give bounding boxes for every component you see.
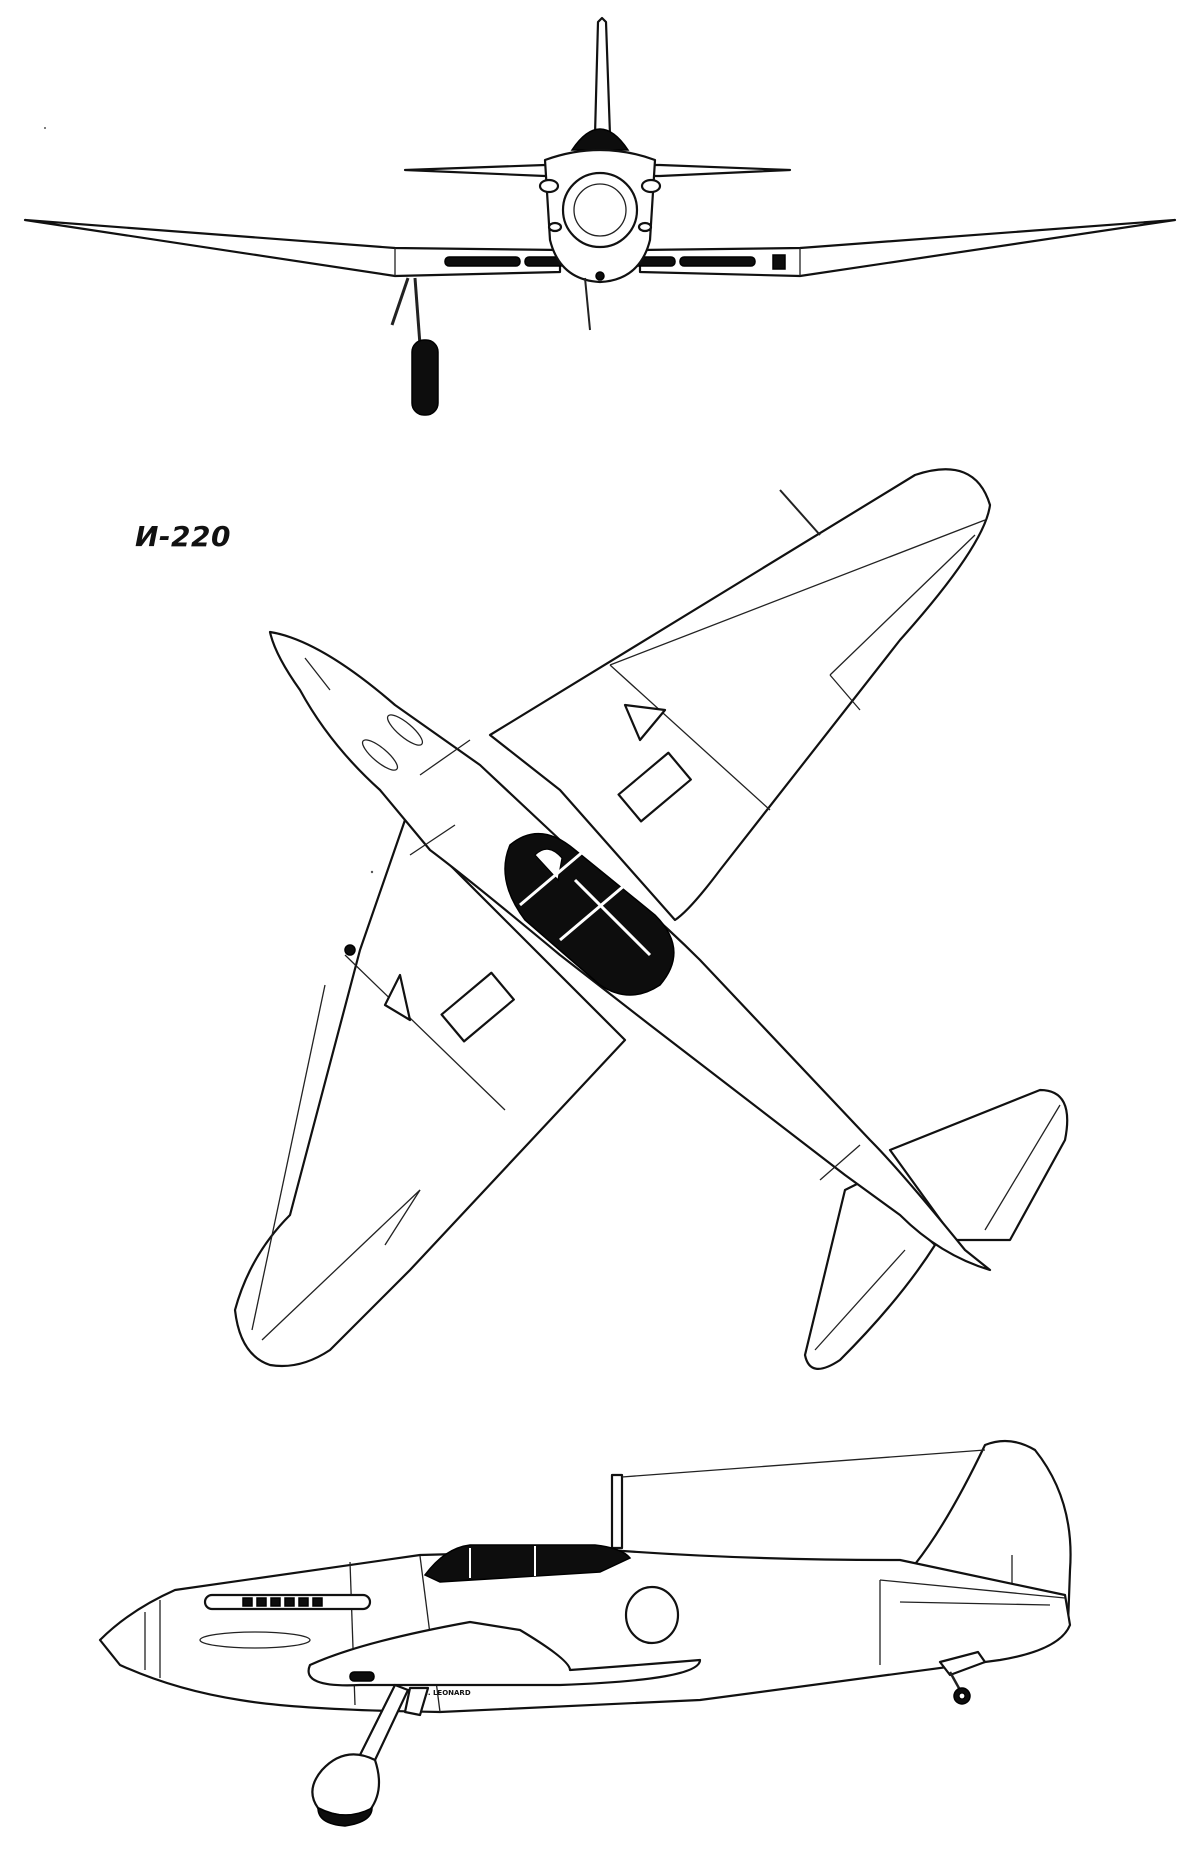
front-view-fin <box>593 16 612 137</box>
plan-view <box>233 468 1069 1370</box>
plan-view-right-wing <box>488 468 992 922</box>
front-view-right-wing <box>638 218 1177 278</box>
plan-view-stabilizer-lower <box>803 1178 937 1370</box>
front-view <box>23 16 1177 416</box>
plan-view-left-wing <box>233 818 627 1368</box>
aircraft-designation-label: И-220 <box>135 520 232 553</box>
side-view-fuselage <box>98 1548 1072 1714</box>
side-view-wing-fillet <box>307 1620 702 1687</box>
front-view-left-wing <box>23 218 562 278</box>
plan-view-stabilizer-upper <box>888 1088 1069 1242</box>
side-view-canopy <box>423 1544 632 1583</box>
side-view: H. LEONARD <box>98 1439 1072 1827</box>
artist-signature: H. LEONARD <box>422 1689 471 1697</box>
front-view-main-wheel <box>411 339 439 416</box>
front-view-canopy <box>570 128 630 151</box>
side-view-main-wheel <box>311 1753 381 1817</box>
